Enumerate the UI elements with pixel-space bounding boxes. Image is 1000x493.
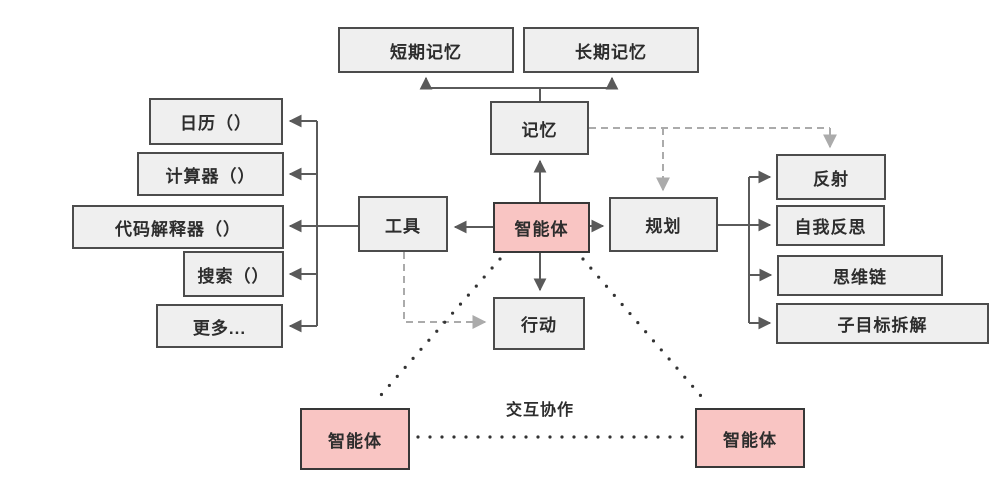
node-memory: 记忆 (490, 101, 589, 155)
node-long-term-memory: 长期记忆 (523, 27, 699, 73)
node-tool-code-interpreter: 代码解释器（） (72, 205, 284, 249)
dashed-connectors (403, 127, 837, 329)
node-planning-reflection: 反射 (776, 154, 886, 200)
node-planning: 规划 (609, 197, 718, 252)
node-agent-right: 智能体 (695, 408, 805, 468)
node-planning-subgoal-decomposition: 子目标拆解 (776, 303, 989, 344)
node-tools: 工具 (358, 196, 448, 252)
node-planning-chain-of-thought: 思维链 (777, 255, 943, 296)
node-planning-self-reflection: 自我反思 (776, 205, 885, 246)
node-tool-calendar: 日历（） (149, 98, 283, 145)
dotted-connectors (372, 257, 709, 439)
node-tool-calculator: 计算器（） (137, 152, 284, 196)
solid-connectors (288, 76, 773, 333)
node-agent-left: 智能体 (300, 408, 410, 470)
node-action: 行动 (493, 297, 585, 350)
collaboration-label: 交互协作 (506, 402, 575, 419)
node-tool-search: 搜索（） (183, 251, 284, 297)
node-short-term-memory: 短期记忆 (338, 27, 514, 73)
node-tool-more: 更多... (156, 304, 283, 348)
node-agent-center: 智能体 (493, 202, 590, 253)
